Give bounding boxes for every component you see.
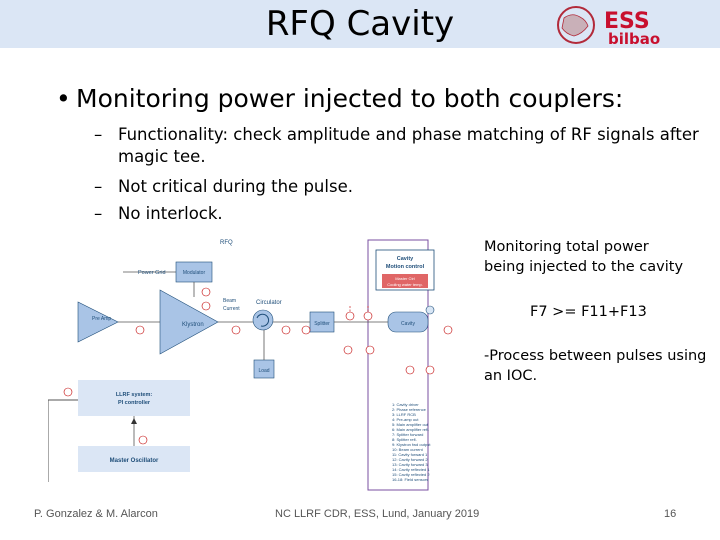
svg-text:13: Cavity forward 3: 13: Cavity forward 3 [392,462,428,467]
sub-item-3: –No interlock. [94,204,223,223]
svg-text:Splitter: Splitter [314,321,330,327]
footer-author: P. Gonzalez & M. Alarcon [34,508,158,520]
svg-text:2: Phase reference: 2: Phase reference [392,407,427,412]
svg-text:7: Splitter forward: 7: Splitter forward [392,432,423,437]
diagram-legend: 1: Cavity driver 2: Phase reference 3: L… [392,402,431,482]
svg-text:Master Ctrl: Master Ctrl [395,276,415,281]
svg-text:ESS: ESS [604,9,650,34]
sub-item-2: –Not critical during the pulse. [94,177,353,196]
svg-text:Motion control: Motion control [386,264,425,270]
svg-text:10: Beam current: 10: Beam current [392,447,424,452]
svg-text:Cooling water temp.: Cooling water temp. [387,282,423,287]
svg-text:6: Main amplifier refl.: 6: Main amplifier refl. [392,427,429,432]
svg-text:Power Grid: Power Grid [138,270,166,276]
svg-text:Klystron: Klystron [182,322,204,328]
svg-text:Master Oscillator: Master Oscillator [110,458,159,464]
monitoring-note: Monitoring total power being injected to… [484,239,684,275]
svg-text:Cavity: Cavity [397,256,414,262]
footer-event: NC LLRF CDR, ESS, Lund, January 2019 [275,508,480,520]
svg-text:14: Cavity reflected 1: 14: Cavity reflected 1 [392,467,430,472]
svg-text:15: Cavity reflected 2: 15: Cavity reflected 2 [392,472,430,477]
svg-text:4: Pre-amp out: 4: Pre-amp out [392,417,419,422]
svg-text:3: LLRF RCB: 3: LLRF RCB [392,412,416,417]
svg-text:bilbao: bilbao [608,30,660,46]
formula-note: F7 >= F11+F13 [530,304,647,320]
svg-text:LLRF system:: LLRF system: [116,392,153,398]
title-bar [0,0,720,48]
svg-text:Cavity: Cavity [401,321,415,327]
svg-text:Modulator: Modulator [183,270,206,276]
svg-text:5: Main amplifier out: 5: Main amplifier out [392,422,429,427]
rf-system-diagram: RFQ Cavity Motion control Master Ctrl Co… [48,239,453,491]
slide-title: RFQ Cavity [265,4,455,44]
svg-text:Circulator: Circulator [256,300,282,306]
svg-text:Load: Load [258,368,269,374]
main-bullet: •Monitoring power injected to both coupl… [56,84,624,113]
page-number: 16 [664,508,677,520]
svg-text:PI controller: PI controller [118,400,151,406]
svg-text:Beam: Beam [223,298,236,304]
bullet-dot-icon: • [56,84,71,113]
svg-text:1: Cavity driver: 1: Cavity driver [392,402,419,407]
svg-text:12: Cavity forward 2: 12: Cavity forward 2 [392,457,428,462]
ess-bilbao-logo: ESS bilbao [557,6,660,46]
process-note: -Process between pulses using an IOC. [484,348,707,384]
master-oscillator-box [78,446,190,472]
svg-text:16-18: Field sensors: 16-18: Field sensors [392,477,428,482]
svg-text:9: Klystron fwd output: 9: Klystron fwd output [392,442,431,447]
pre-amp-triangle [77,301,119,343]
frame-right [367,239,429,491]
rfq-label: RFQ [220,240,233,246]
circulator-icon [252,309,274,331]
svg-text:8: Splitter refl.: 8: Splitter refl. [392,437,417,442]
sub-item-1: –Functionality: check amplitude and phas… [94,125,699,166]
svg-text:Pre Amp: Pre Amp [92,316,111,322]
svg-text:Current: Current [223,306,240,312]
svg-text:11: Cavity forward 1: 11: Cavity forward 1 [392,452,428,457]
llrf-box [78,380,190,416]
